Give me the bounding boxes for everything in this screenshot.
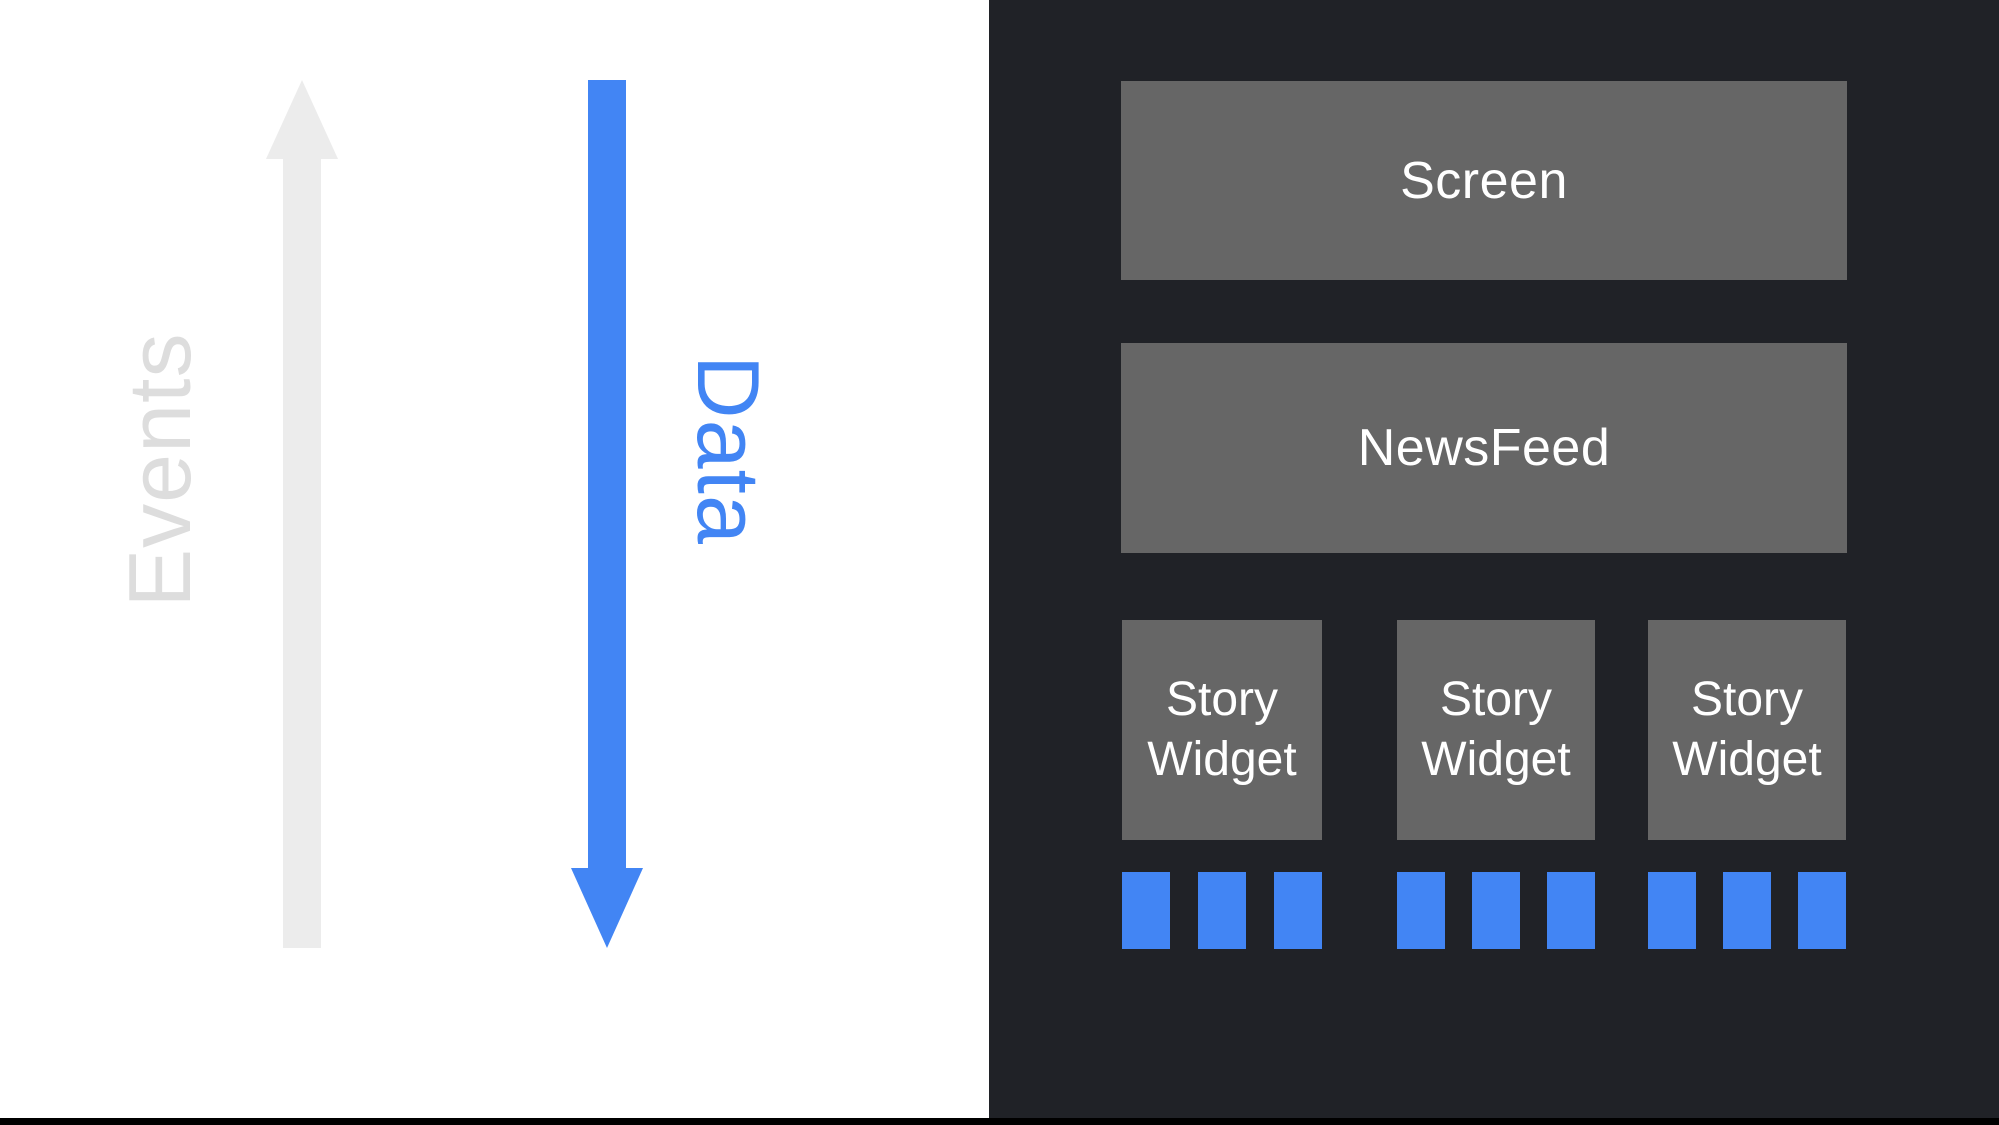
screen-box-label: Screen	[1400, 151, 1568, 210]
newsfeed-box: NewsFeed	[1121, 343, 1847, 553]
story-widget-box: Story Widget	[1648, 620, 1846, 840]
story-block	[1274, 872, 1322, 949]
story-widget-row: Story Widget Story Widget Story Widget	[1121, 620, 1847, 950]
story-widget-label: Story Widget	[1147, 673, 1297, 786]
story-widget-box: Story Widget	[1397, 620, 1595, 840]
story-block	[1798, 872, 1846, 949]
story-block	[1397, 872, 1445, 949]
screen-box: Screen	[1121, 81, 1847, 280]
story-block	[1547, 872, 1595, 949]
story-block	[1648, 872, 1696, 949]
events-arrow-shaft	[283, 158, 321, 948]
story-widget-column: Story Widget	[1122, 620, 1322, 950]
story-block	[1472, 872, 1520, 949]
events-label: Events	[110, 332, 209, 608]
data-label: Data	[679, 355, 778, 545]
story-widget-label: Story Widget	[1421, 673, 1571, 786]
bottom-edge-bar	[0, 1118, 1999, 1125]
data-arrow-head-icon	[571, 868, 643, 948]
story-widget-box: Story Widget	[1122, 620, 1322, 840]
newsfeed-box-label: NewsFeed	[1357, 419, 1611, 477]
story-block-row	[1648, 872, 1846, 949]
story-block-row	[1397, 872, 1595, 949]
story-block	[1723, 872, 1771, 949]
story-block	[1198, 872, 1246, 949]
events-arrow-head-icon	[266, 80, 338, 159]
story-widget-column: Story Widget	[1648, 620, 1846, 950]
story-block-row	[1122, 872, 1322, 949]
data-arrow-shaft	[588, 80, 626, 868]
story-widget-label: Story Widget	[1672, 673, 1822, 786]
story-block	[1122, 872, 1170, 949]
story-widget-column: Story Widget	[1397, 620, 1595, 950]
